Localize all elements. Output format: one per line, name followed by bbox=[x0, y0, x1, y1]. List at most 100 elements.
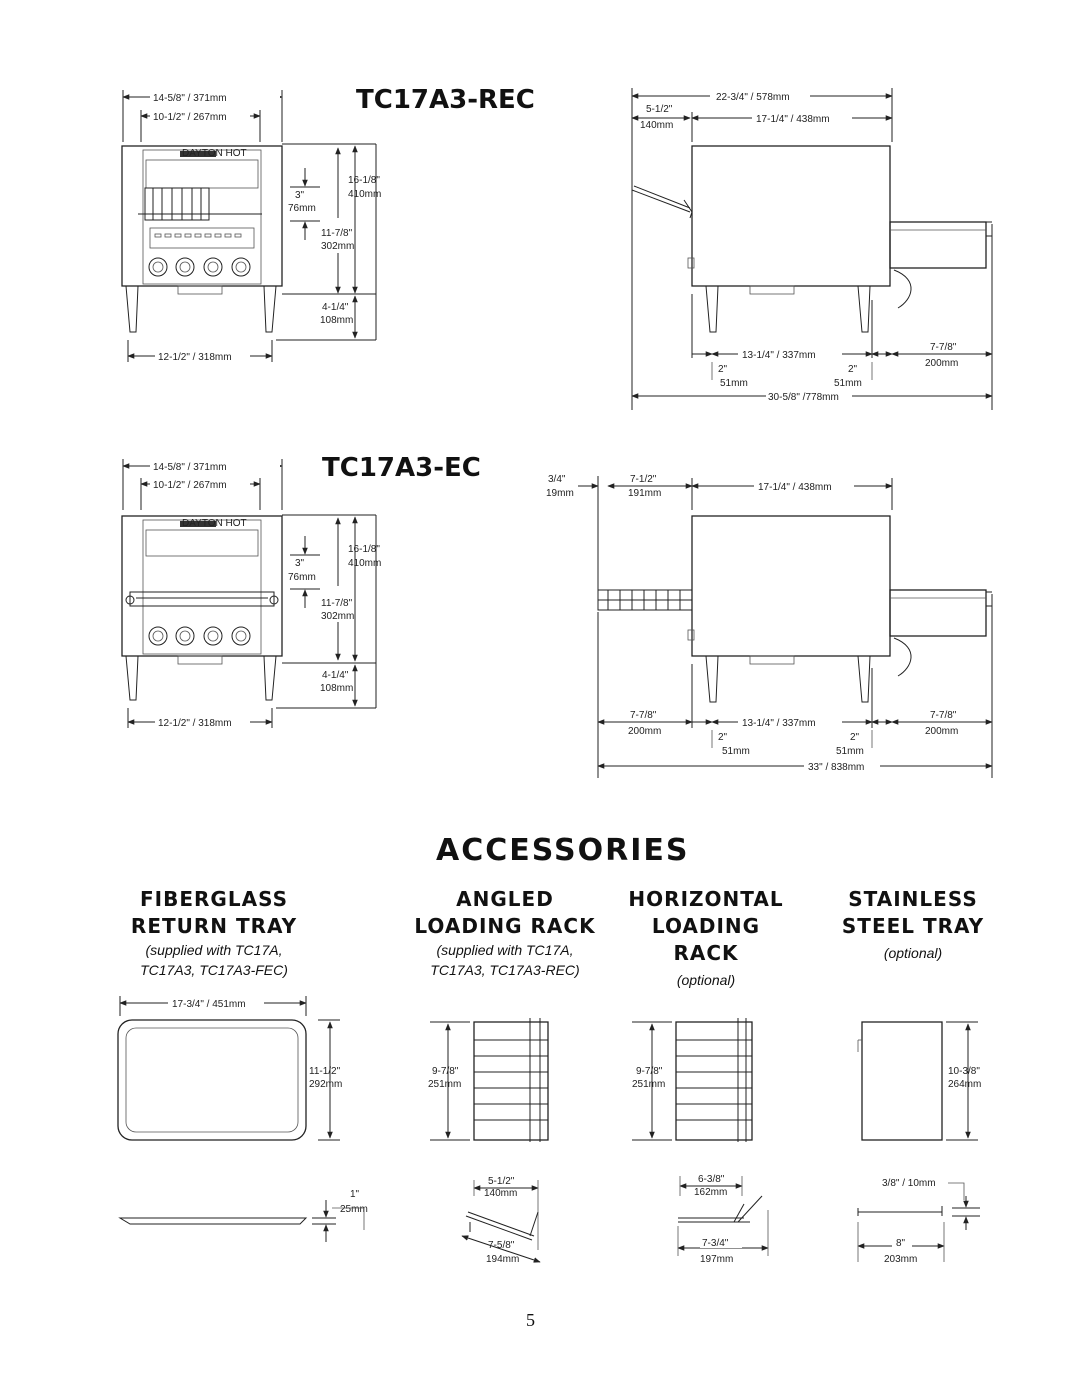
ec-opening-in: 3" bbox=[295, 558, 305, 569]
ec-side-view: 3/4" 19mm 7-1/2" 191mm 17-1/4" / 438mm bbox=[546, 474, 993, 778]
rec-opening-mm: 76mm bbox=[288, 203, 316, 214]
ec-side-rear-mm: 200mm bbox=[925, 726, 958, 737]
fiberglass-thick-mm: 25mm bbox=[340, 1204, 368, 1215]
rec-leg-mm: 108mm bbox=[320, 315, 353, 326]
horizontal-height-mm: 251mm bbox=[632, 1079, 665, 1090]
ec-leg-mm: 108mm bbox=[320, 683, 353, 694]
rec-body-mm: 302mm bbox=[321, 241, 354, 252]
rec-side-inset-b-mm: 51mm bbox=[834, 378, 862, 389]
logo-text-rec: DAYTON HOT bbox=[182, 148, 247, 159]
ec-body-mm: 302mm bbox=[321, 611, 354, 622]
ec-side-body-depth: 17-1/4" / 438mm bbox=[758, 482, 832, 493]
rec-front-overall-width: 14-5/8" / 371mm bbox=[153, 93, 227, 104]
acc-fiberglass-note1: (supplied with TC17A, bbox=[146, 942, 283, 958]
ec-control-knobs bbox=[148, 626, 251, 646]
acc-stainless-name1: STAINLESS bbox=[848, 887, 977, 911]
fiberglass-depth-mm: 292mm bbox=[309, 1079, 342, 1090]
stainless-width-in: 8" bbox=[896, 1238, 906, 1249]
horizontal-top-mm: 162mm bbox=[694, 1187, 727, 1198]
rec-leg-in: 4-1/4" bbox=[322, 302, 349, 313]
rec-side-overall-depth: 22-3/4" / 578mm bbox=[716, 92, 790, 103]
horizontal-top-in: 6-3/8" bbox=[698, 1174, 725, 1185]
acc-angled-note1: (supplied with TC17A, bbox=[437, 942, 574, 958]
horizontal-base-in: 7-3/4" bbox=[702, 1238, 729, 1249]
acc-horizontal-note1: (optional) bbox=[677, 972, 735, 988]
acc-horizontal-name2: LOADING bbox=[652, 914, 760, 938]
model-title-ec: TC17A3-EC bbox=[322, 453, 481, 483]
rec-side-rear-in: 7-7/8" bbox=[930, 342, 957, 353]
angled-height-mm: 251mm bbox=[428, 1079, 461, 1090]
ec-front-inner-width: 10-1/2" / 267mm bbox=[153, 480, 227, 491]
rec-front-view: 14-5/8" / 371mm 10-1/2" / 267mm DAYTON H… bbox=[121, 90, 381, 363]
rec-side-total: 30-5/8" /778mm bbox=[768, 392, 839, 403]
rec-side-legs-span: 13-1/4" / 337mm bbox=[742, 350, 816, 361]
ec-side-rear-in: 7-7/8" bbox=[930, 710, 957, 721]
model-title-rec: TC17A3-REC bbox=[356, 85, 535, 115]
ec-height-in: 16-1/8" bbox=[348, 544, 380, 555]
stainless-width-mm: 203mm bbox=[884, 1254, 917, 1265]
ec-side-rack-mm: 191mm bbox=[628, 488, 661, 499]
acc-fiberglass-name2: RETURN TRAY bbox=[131, 914, 297, 938]
rec-front-inner-width: 10-1/2" / 267mm bbox=[153, 112, 227, 123]
rec-height-mm: 410mm bbox=[348, 189, 381, 200]
ec-base-width: 12-1/2" / 318mm bbox=[158, 718, 232, 729]
accessories-heading: ACCESSORIES bbox=[436, 833, 689, 868]
ec-height-mm: 410mm bbox=[348, 558, 381, 569]
ec-leg-in: 4-1/4" bbox=[322, 670, 349, 681]
ec-side-rack-in: 7-1/2" bbox=[630, 474, 657, 485]
rec-side-front-in: 5-1/2" bbox=[646, 104, 673, 115]
rec-side-front-mm: 140mm bbox=[640, 120, 673, 131]
ec-side-total: 33" / 838mm bbox=[808, 762, 864, 773]
angled-diag-mm: 194mm bbox=[486, 1254, 519, 1265]
ec-side-lip-in: 3/4" bbox=[548, 474, 566, 485]
rec-opening-in: 3" bbox=[295, 190, 305, 201]
ec-opening-mm: 76mm bbox=[288, 572, 316, 583]
ec-side-legs-span: 13-1/4" / 337mm bbox=[742, 718, 816, 729]
rec-side-inset-b-in: 2" bbox=[848, 364, 858, 375]
stainless-height-mm: 264mm bbox=[948, 1079, 981, 1090]
rec-side-inset-a-mm: 51mm bbox=[720, 378, 748, 389]
acc-angled-name2: LOADING RACK bbox=[414, 914, 596, 938]
horizontal-height-in: 9-7/8" bbox=[636, 1066, 663, 1077]
horizontal-base-mm: 197mm bbox=[700, 1254, 733, 1265]
ec-side-inset-b-in: 2" bbox=[850, 732, 860, 743]
fiberglass-width: 17-3/4" / 451mm bbox=[172, 999, 246, 1010]
ec-side-inset-b-mm: 51mm bbox=[836, 746, 864, 757]
ec-side-front-ext-mm: 200mm bbox=[628, 726, 661, 737]
acc-stainless-name2: STEEL TRAY bbox=[842, 914, 984, 938]
angled-rack-drawing: 9-7/8" 251mm 5-1/2" 140mm 7-5/8" 194mm bbox=[428, 1018, 549, 1265]
rec-angled-rack bbox=[138, 187, 262, 221]
ec-front-view: 14-5/8" / 371mm 10-1/2" / 267mm DAYTON H… bbox=[121, 459, 381, 729]
ec-front-overall-width: 14-5/8" / 371mm bbox=[153, 462, 227, 473]
acc-angled-name1: ANGLED bbox=[456, 887, 554, 911]
stainless-lip: 3/8" / 10mm bbox=[882, 1178, 936, 1189]
ec-body-in: 11-7/8" bbox=[321, 598, 353, 609]
rec-side-body-depth: 17-1/4" / 438mm bbox=[756, 114, 830, 125]
ec-horizontal-rack bbox=[597, 589, 693, 611]
fiberglass-tray-drawing: 17-3/4" / 451mm 11-1/2" 292mm 1" 25mm bbox=[117, 996, 368, 1242]
fiberglass-thick-in: 1" bbox=[350, 1189, 360, 1200]
acc-horizontal-name1: HORIZONTAL bbox=[628, 887, 783, 911]
rec-body-in: 11-7/8" bbox=[321, 228, 353, 239]
rec-side-rear-mm: 200mm bbox=[925, 358, 958, 369]
page-number: 5 bbox=[526, 1310, 535, 1330]
ec-side-inset-a-in: 2" bbox=[718, 732, 728, 743]
angled-diag-in: 7-5/8" bbox=[488, 1240, 515, 1251]
ec-side-lip-mm: 19mm bbox=[546, 488, 574, 499]
acc-fiberglass-note2: TC17A3, TC17A3-FEC) bbox=[140, 962, 288, 978]
acc-stainless-note1: (optional) bbox=[884, 945, 942, 961]
ec-side-inset-a-mm: 51mm bbox=[722, 746, 750, 757]
rec-height-in: 16-1/8" bbox=[348, 175, 380, 186]
rec-side-view: 22-3/4" / 578mm 5-1/2" 140mm 17-1/4" / 4… bbox=[631, 88, 993, 410]
acc-horizontal-name3: RACK bbox=[673, 941, 739, 965]
rec-side-inset-a-in: 2" bbox=[718, 364, 728, 375]
rec-base-width: 12-1/2" / 318mm bbox=[158, 352, 232, 363]
stainless-height-in: 10-3/8" bbox=[948, 1066, 980, 1077]
angled-height-in: 9-7/8" bbox=[432, 1066, 459, 1077]
rec-control-knobs bbox=[148, 257, 251, 277]
acc-fiberglass-name1: FIBERGLASS bbox=[140, 887, 288, 911]
ec-side-front-ext-in: 7-7/8" bbox=[630, 710, 657, 721]
logo-text-ec: DAYTON HOT bbox=[182, 518, 247, 529]
acc-angled-note2: TC17A3, TC17A3-REC) bbox=[430, 962, 579, 978]
